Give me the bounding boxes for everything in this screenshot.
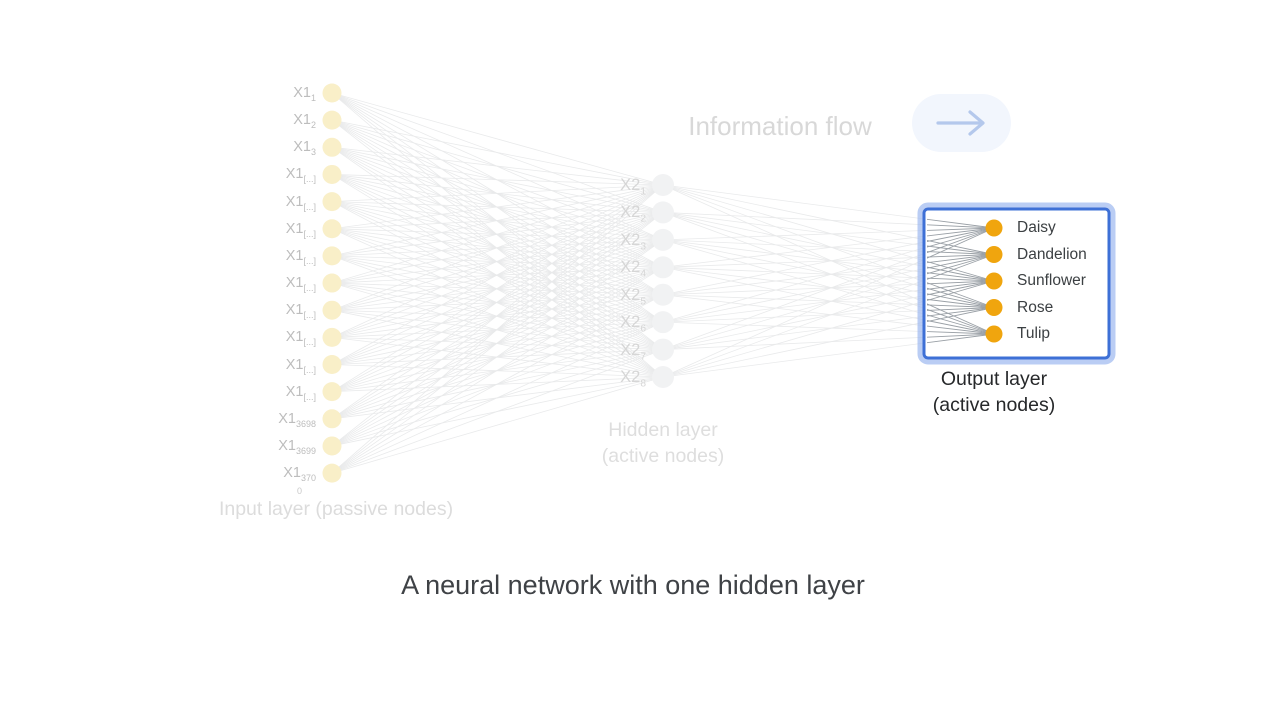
input-layer-caption: Input layer (passive nodes)	[186, 497, 486, 521]
hidden-node	[652, 201, 674, 224]
information-flow-button[interactable]	[912, 94, 1011, 152]
output-node	[985, 325, 1003, 343]
hidden-layer-caption-line2: (active nodes)	[601, 445, 725, 467]
hidden-node	[652, 311, 674, 334]
input-node	[322, 436, 342, 456]
output-node	[985, 272, 1003, 290]
input-node	[322, 300, 342, 320]
output-node	[985, 246, 1003, 263]
output-layer-caption: Output layer (active nodes)	[894, 366, 1094, 418]
input-layer-caption-line1: Input layer (passive nodes)	[218, 498, 454, 520]
output-layer-box-glow	[917, 202, 1116, 365]
active-connections	[927, 218, 995, 344]
input-node	[322, 327, 342, 347]
output-layer-caption-line2: (active nodes)	[932, 394, 1056, 416]
hidden-node	[652, 174, 674, 196]
information-flow-label: Information flow	[688, 111, 872, 141]
hidden-node	[652, 228, 674, 251]
input-node	[322, 83, 342, 103]
hidden-node	[652, 366, 674, 389]
input-node	[322, 110, 342, 130]
input-node	[322, 273, 342, 293]
slide-title: A neural network with one hidden layer	[401, 570, 865, 600]
input-node	[322, 409, 342, 429]
output-layer-caption-line1: Output layer	[940, 368, 1048, 390]
input-node	[322, 246, 342, 266]
input-node	[322, 355, 342, 374]
hidden-layer-caption: Hidden layer (active nodes)	[563, 417, 763, 469]
input-node	[322, 164, 342, 184]
input-node	[322, 463, 342, 483]
input-node	[322, 137, 342, 157]
hidden-node	[652, 256, 674, 279]
input-node	[322, 382, 342, 402]
input-node	[322, 219, 342, 239]
arrow-right-icon	[935, 110, 985, 136]
output-node	[985, 299, 1003, 316]
output-layer-box	[922, 207, 1111, 360]
hidden-node	[652, 283, 674, 306]
input-node	[322, 192, 342, 212]
hidden-layer-caption-line1: Hidden layer	[608, 419, 718, 441]
hidden-node	[652, 338, 674, 361]
output-node	[985, 219, 1003, 237]
input-hidden-connections	[331, 92, 664, 474]
